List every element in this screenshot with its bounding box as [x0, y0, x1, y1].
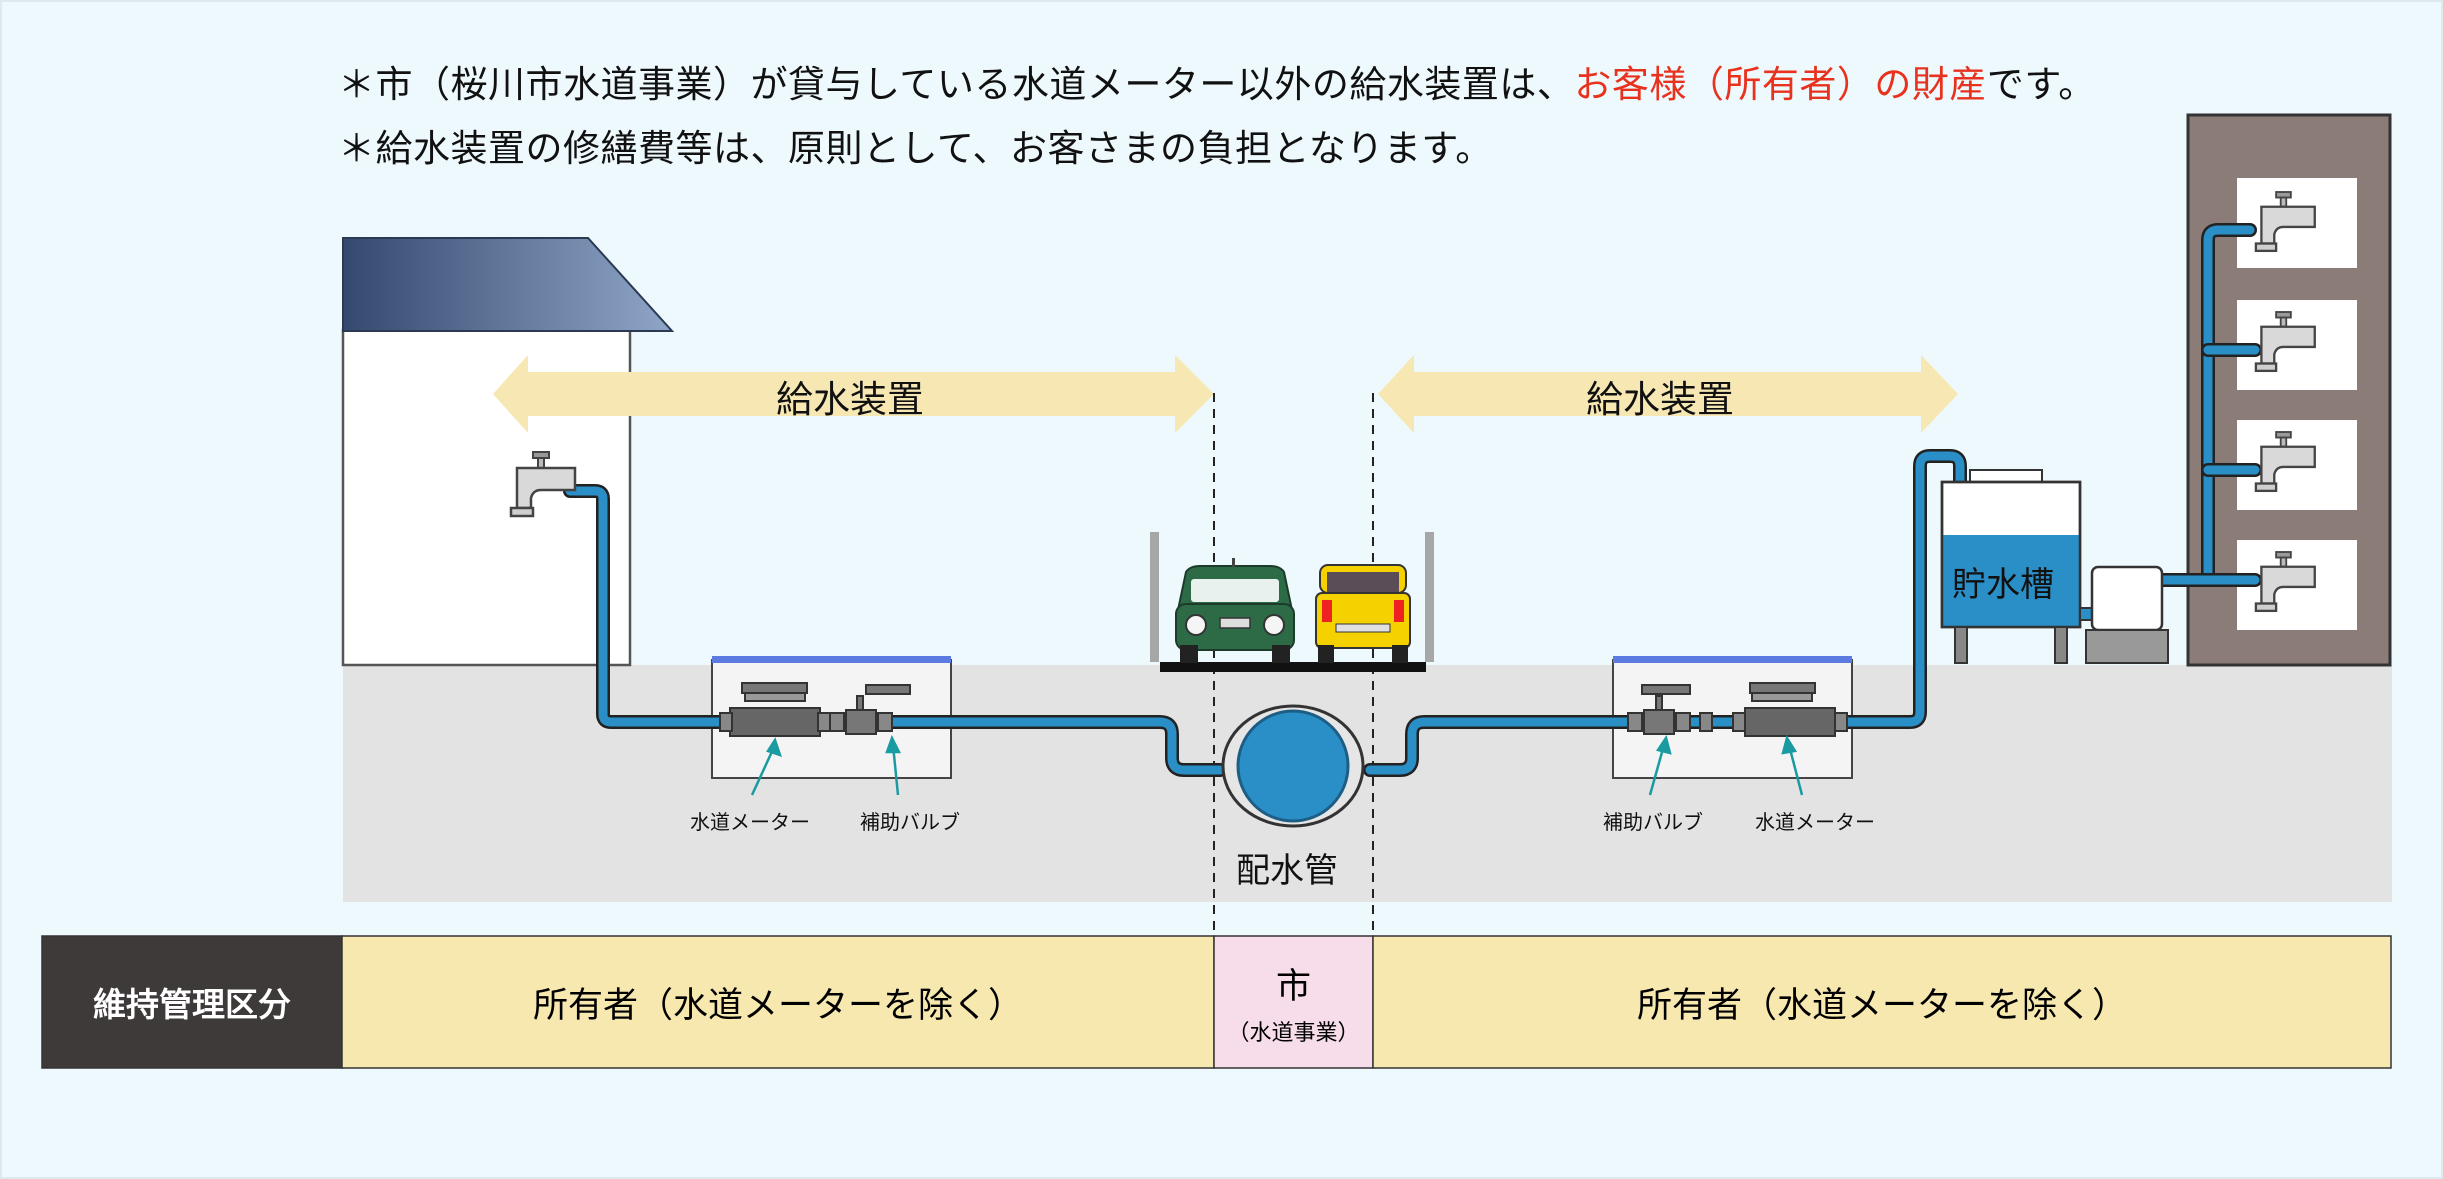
storage-tank — [1940, 469, 2082, 664]
house — [341, 237, 675, 667]
right-valve-label: 補助バルブ — [1603, 810, 1703, 834]
distribution-main — [1221, 704, 1365, 828]
left-water-meter — [719, 682, 831, 737]
note-line-1-prefix: ＊市（桜川市水道事業）が貸与している水道メーター以外の給水装置は、 — [338, 63, 1575, 106]
right-aux-valve — [1627, 684, 1691, 735]
table-city-sub-label: （水道事業） — [1227, 1020, 1360, 1046]
right-pipe — [1365, 451, 1965, 775]
maintenance-table — [41, 935, 2392, 1069]
pump — [2079, 565, 2169, 664]
left-supply-arrow — [493, 355, 1214, 433]
left-supply-label: 給水装置 — [776, 378, 924, 421]
right-supply-arrow — [1378, 355, 1958, 433]
table-right-owner-cell: 所有者（水道メーターを除く） — [1636, 985, 2127, 1026]
label-pointers — [750, 734, 1804, 796]
left-aux-valve — [829, 684, 911, 735]
table-city-label: 市 — [1275, 966, 1311, 1007]
note-line-1: ＊市（桜川市水道事業）が貸与している水道メーター以外の給水装置は、お客様（所有者… — [338, 54, 2096, 108]
right-meter-label: 水道メーター — [1755, 810, 1875, 834]
left-meter-label: 水道メーター — [690, 810, 810, 834]
right-water-meter — [1699, 682, 1848, 737]
main-pipe-label: 配水管 — [1236, 851, 1338, 891]
riser-branches — [2153, 345, 2260, 585]
left-valve-label: 補助バルブ — [860, 810, 960, 834]
table-city-cell: 市 （水道事業） — [1214, 936, 1373, 1068]
green-car-icon — [1175, 558, 1295, 663]
yellow-van-icon — [1315, 564, 1411, 663]
note-line-1-highlight: お客様（所有者）の財産 — [1574, 63, 1987, 106]
parking-area — [1150, 532, 1434, 672]
note-line-1-suffix: です。 — [1986, 63, 2096, 106]
tank-label: 貯水槽 — [1952, 565, 2054, 605]
table-header-cell: 維持管理区分 — [93, 985, 291, 1024]
note-line-2: ＊給水装置の修繕費等は、原則として、お客さまの負担となります。 — [338, 127, 1493, 170]
table-left-owner-cell: 所有者（水道メーターを除く） — [532, 985, 1023, 1026]
ground — [343, 665, 2392, 902]
right-supply-label: 給水装置 — [1586, 378, 1734, 421]
riser-pipe — [2203, 225, 2255, 585]
